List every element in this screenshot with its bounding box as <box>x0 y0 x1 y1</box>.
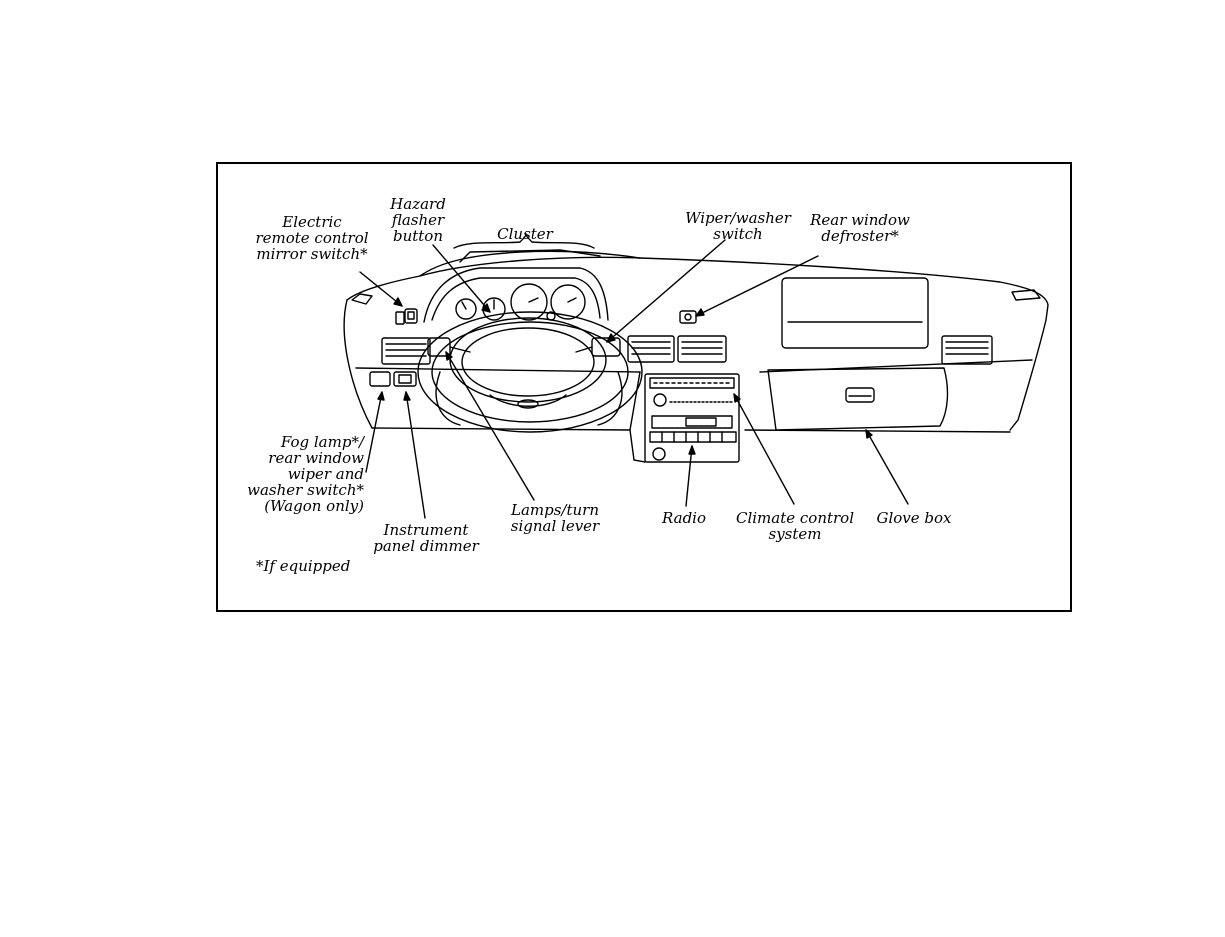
label-glove-box: Glove box <box>866 510 962 526</box>
lower-left-switches <box>370 372 416 386</box>
mirror-switch <box>396 309 417 324</box>
footnote-if-equipped: *If equipped <box>256 558 376 574</box>
label-instrument-dimmer: Instrument panel dimmer <box>370 522 482 554</box>
label-fog-lamp: Fog lamp*/ rear window wiper and washer … <box>236 434 364 514</box>
instrument-cluster <box>424 268 608 322</box>
right-vent <box>942 336 992 364</box>
center-vents <box>628 336 726 362</box>
left-vent <box>382 338 430 364</box>
glove-box <box>768 368 947 430</box>
rear-defroster-switch <box>680 311 696 323</box>
label-rear-defroster: Rear window defroster* <box>800 212 920 244</box>
center-stack <box>630 372 739 462</box>
label-climate-control: Climate control system <box>730 510 860 542</box>
label-cluster: Cluster <box>480 226 570 242</box>
label-mirror-switch: Electric remote control mirror switch* <box>252 214 372 262</box>
label-lamps-turn-signal: Lamps/turn signal lever <box>500 502 610 534</box>
label-wiper-washer: Wiper/washer switch <box>678 210 798 242</box>
leader-lines <box>360 240 908 518</box>
label-radio: Radio <box>652 510 716 526</box>
display-panel <box>782 278 928 348</box>
label-hazard-flasher: Hazard flasher button <box>378 196 458 244</box>
